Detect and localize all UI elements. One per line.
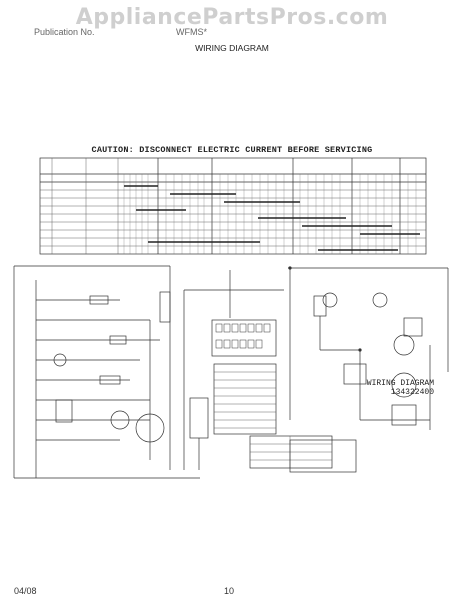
control-board (183, 270, 357, 473)
page-title: WIRING DIAGRAM (195, 43, 269, 53)
model-label: WFMS* (176, 27, 207, 37)
left-circuit (13, 265, 200, 479)
motor-circuit (288, 266, 449, 430)
footer-date: 04/08 (14, 586, 37, 596)
watermark-logo: AppliancePartsPros.com (75, 5, 389, 30)
publication-label: Publication No. (34, 27, 95, 37)
diagram-label: WIRING DIAGRAM 134322400 (367, 379, 434, 397)
timer-chart (39, 157, 427, 255)
diagram-label-title: WIRING DIAGRAM (366, 379, 434, 388)
page-number: 10 (224, 586, 235, 596)
caution-notice: CAUTION: DISCONNECT ELECTRIC CURRENT BEF… (91, 145, 373, 155)
diagram-label-number: 134322400 (390, 388, 434, 397)
